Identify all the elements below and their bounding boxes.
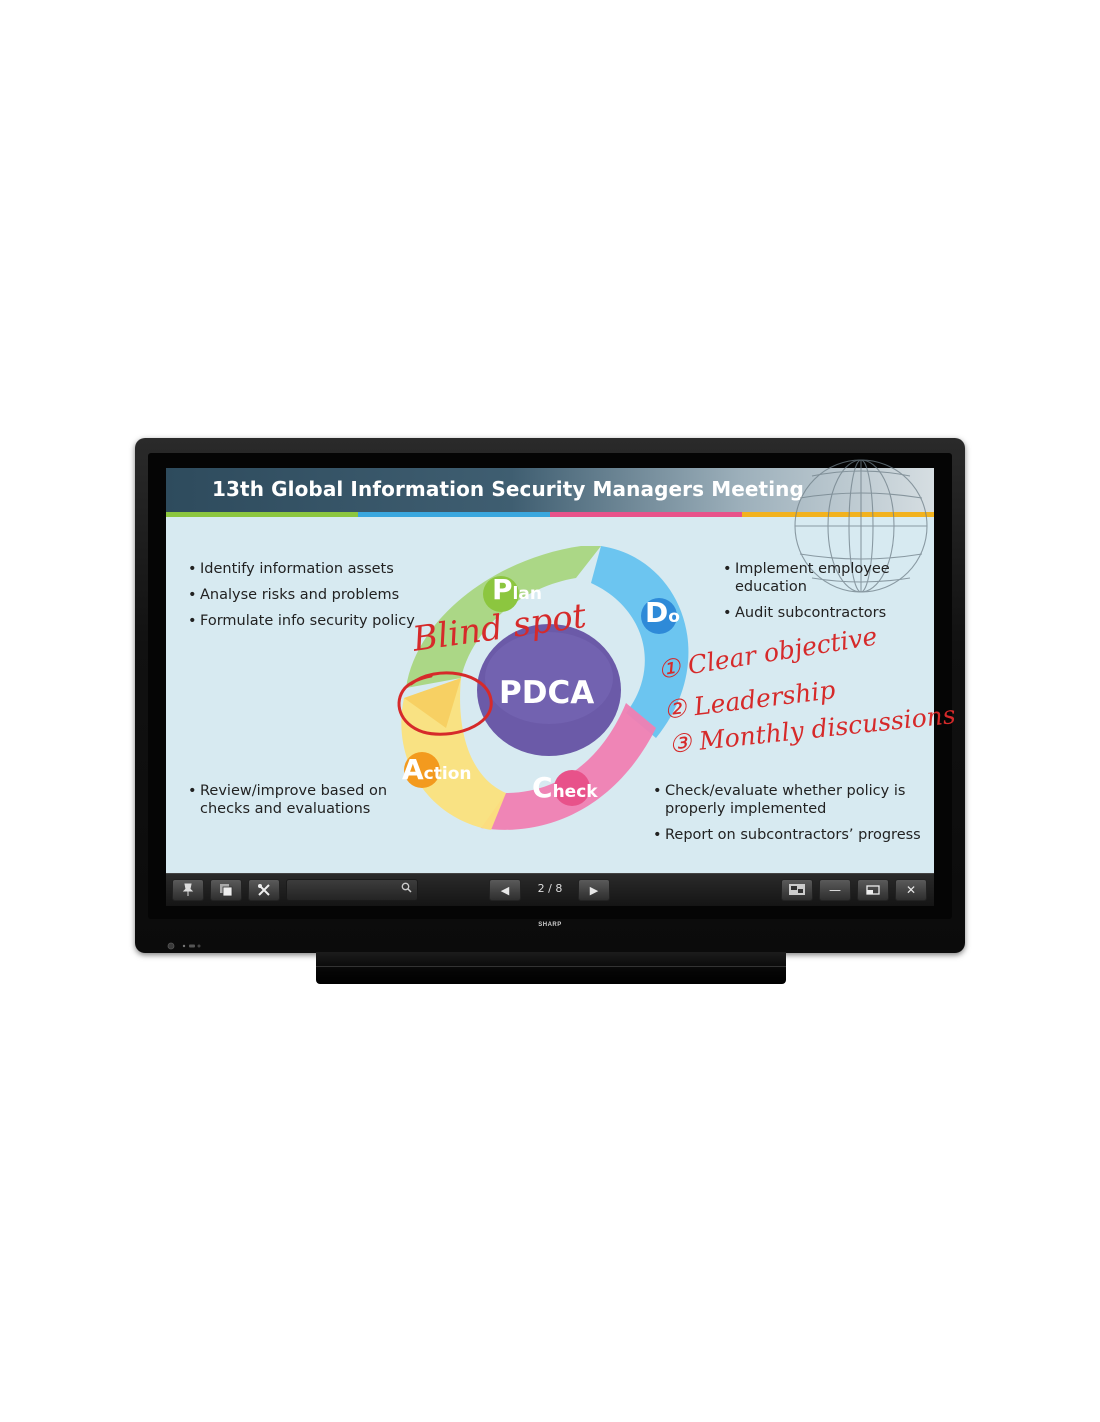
- pin-button[interactable]: [172, 879, 204, 901]
- do-label: Do: [645, 596, 680, 629]
- tools-button[interactable]: [248, 879, 280, 901]
- annotation-circle: [397, 671, 493, 736]
- pages-icon: [220, 884, 233, 897]
- bullet-item: Report on subcontractors’ progress: [653, 826, 923, 844]
- bullets-left-top: Identify information assets Analyse risk…: [188, 560, 428, 638]
- slide-title: 13th Global Information Security Manager…: [212, 477, 804, 501]
- restore-button[interactable]: [857, 879, 889, 901]
- bullets-right-top: Implement employee education Audit subco…: [723, 560, 923, 630]
- search-input[interactable]: [291, 881, 399, 899]
- bullets-left-bottom: Review/improve based on checks and evalu…: [188, 782, 408, 826]
- restore-icon: [866, 885, 880, 895]
- bullet-item: Implement employee education: [723, 560, 923, 596]
- triangle-right-icon: ▶: [589, 884, 599, 897]
- action-label: Action: [402, 753, 472, 786]
- pin-icon: [182, 883, 194, 896]
- pages-button[interactable]: [210, 879, 242, 901]
- power-indicator: [166, 936, 206, 950]
- bullet-item: Review/improve based on checks and evalu…: [188, 782, 408, 818]
- slide-screen: 13th Global Information Security Manager…: [166, 459, 957, 873]
- check-label: Check: [532, 771, 598, 804]
- next-page-button[interactable]: ▶: [578, 879, 610, 901]
- plan-label: Plan: [492, 573, 542, 606]
- bullet-item: Audit subcontractors: [723, 604, 923, 622]
- prev-page-button[interactable]: ◀: [489, 879, 521, 901]
- display-mode-button[interactable]: [781, 879, 813, 901]
- bullet-item: Analyse risks and problems: [188, 586, 428, 604]
- minimize-icon: —: [829, 883, 841, 897]
- bullet-item: Identify information assets: [188, 560, 428, 578]
- bullet-item: Check/evaluate whether policy is properl…: [653, 782, 923, 818]
- triangle-left-icon: ◀: [500, 884, 510, 897]
- minimize-button[interactable]: —: [819, 879, 851, 901]
- bottom-toolbar: ◀ 2 / 8 ▶ — ✕: [166, 873, 934, 906]
- search-field[interactable]: [286, 879, 418, 901]
- monitor-stand: [316, 952, 786, 984]
- search-icon[interactable]: [399, 882, 413, 896]
- display-mode-icon: [789, 884, 805, 895]
- brand-logo: SHARP: [538, 922, 562, 928]
- bullets-right-bottom: Check/evaluate whether policy is properl…: [653, 782, 923, 852]
- bullet-item: Formulate info security policy: [188, 612, 428, 630]
- pdca-diagram: [401, 546, 689, 830]
- close-icon: ✕: [905, 883, 917, 897]
- tools-icon: [258, 884, 270, 896]
- pdca-center-label: PDCA: [499, 675, 595, 711]
- page-indicator: 2 / 8: [537, 882, 563, 895]
- close-button[interactable]: ✕: [895, 879, 927, 901]
